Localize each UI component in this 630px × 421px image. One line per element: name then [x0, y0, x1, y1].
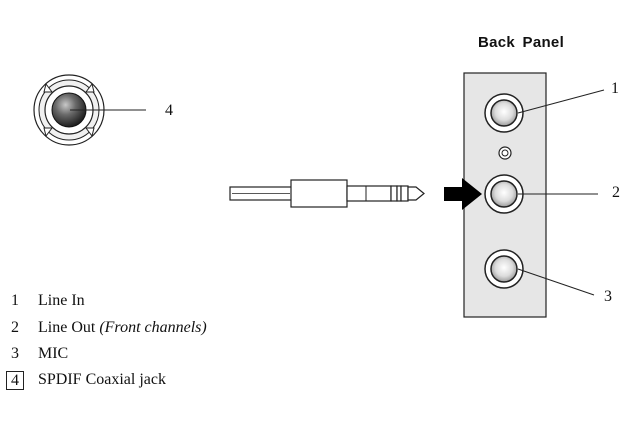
audio-jack-3 — [484, 249, 524, 289]
callout-label-2: 2 — [612, 184, 620, 201]
legend-label: Line In — [38, 292, 85, 309]
insert-arrow-icon — [444, 178, 482, 210]
legend-item-mic: 3 MIC — [0, 343, 68, 365]
indicator-ring — [498, 146, 512, 160]
back-panel-title: Back Panel — [478, 34, 565, 51]
audio-jack-1 — [484, 93, 524, 133]
callout-label-spdif: 4 — [165, 102, 173, 119]
callout-label-3: 3 — [604, 288, 612, 305]
legend-label-main: Line Out — [38, 319, 96, 336]
legend-number: 1 — [11, 292, 19, 309]
callout-line-3 — [517, 268, 595, 296]
stereo-plug — [229, 179, 425, 208]
legend-item-line-out: 2 Line Out (Front channels) — [0, 317, 207, 339]
legend-number-boxed: 4 — [6, 370, 24, 390]
legend-label: Line Out (Front channels) — [38, 319, 207, 337]
legend-label-note: (Front channels) — [99, 319, 207, 336]
legend-label: MIC — [38, 345, 69, 362]
legend-number: 3 — [11, 345, 19, 362]
callout-line-1 — [517, 89, 605, 114]
audio-jack-2 — [484, 174, 524, 214]
legend-number: 2 — [11, 319, 19, 336]
legend-item-spdif: 4 SPDIF Coaxial jack — [0, 369, 166, 391]
legend-item-line-in: 1 Line In — [0, 290, 85, 312]
legend-label: SPDIF Coaxial jack — [38, 371, 166, 388]
callout-label-1: 1 — [611, 80, 619, 97]
